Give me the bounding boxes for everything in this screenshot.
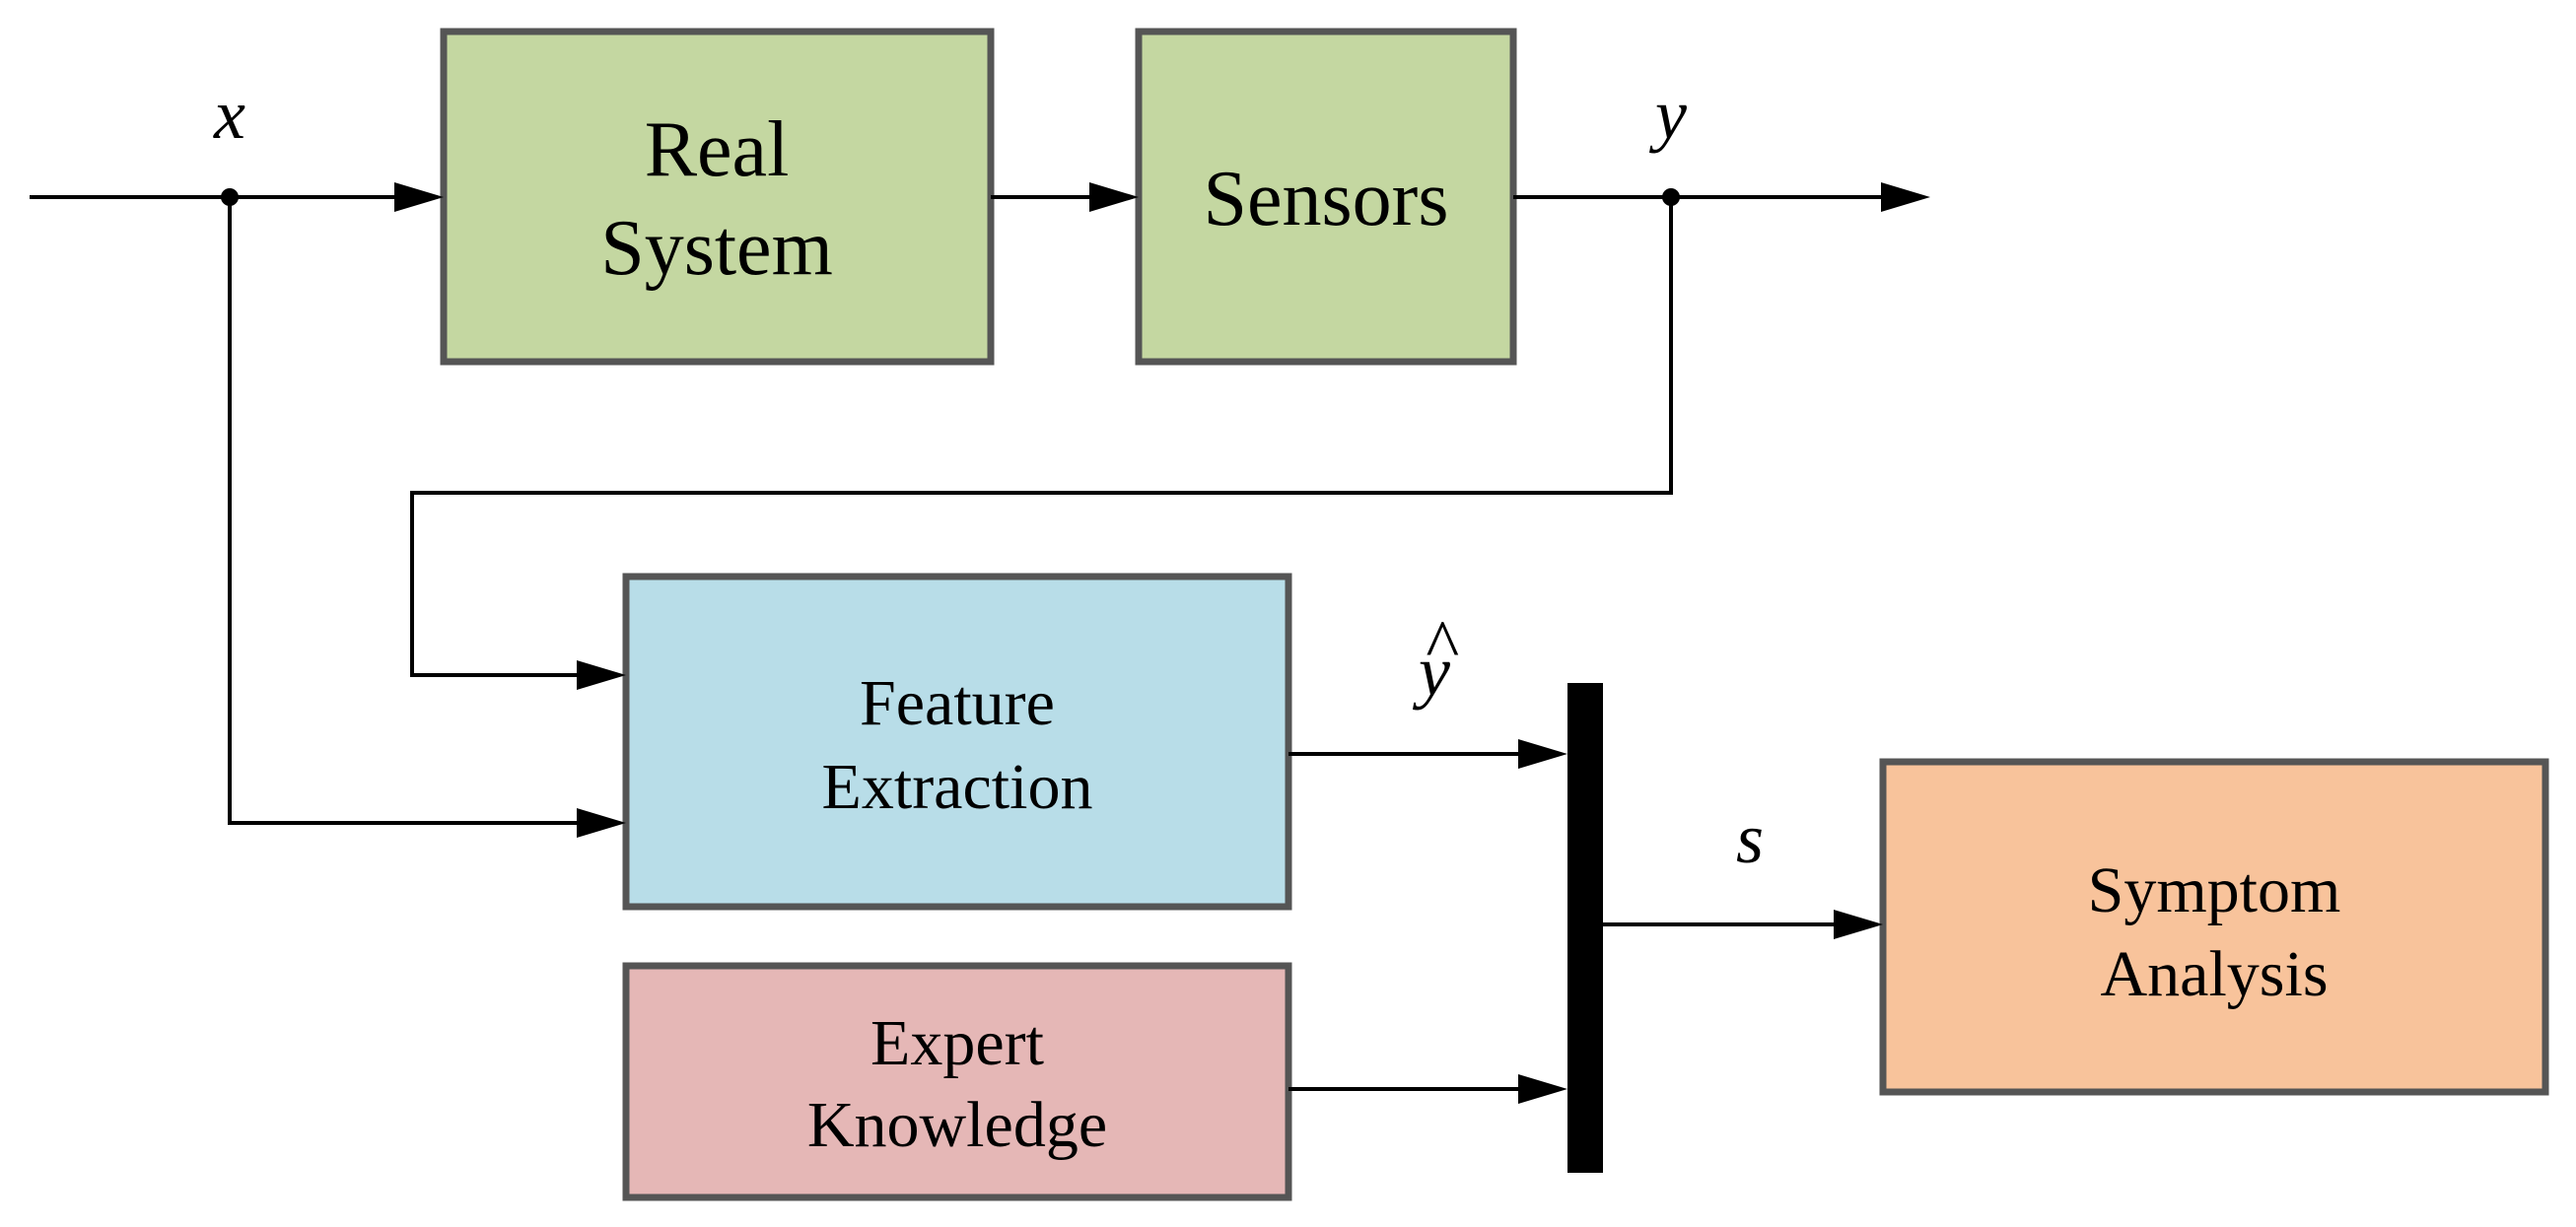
signal-s-label: s — [1736, 799, 1764, 878]
symptom-analysis-label-line2: Analysis — [2101, 938, 2329, 1010]
sensors-box — [1135, 28, 1517, 366]
real-system-label-line2: System — [600, 205, 833, 292]
arrow-to-real-system — [394, 182, 444, 212]
x-feedthrough-line — [228, 197, 587, 825]
feature-extraction-block: Feature Extraction — [622, 573, 1292, 911]
arrow-yhat-to-bar — [1518, 739, 1567, 769]
y-feedback-line — [410, 197, 1673, 677]
signal-yhat-accent: ^ — [1425, 605, 1459, 684]
arrow-x-to-feature — [577, 808, 626, 838]
arrow-y-to-feature — [577, 660, 626, 690]
signal-yhat-label: y — [1412, 632, 1450, 711]
signal-x-label: x — [213, 75, 245, 154]
real-system-label-line1: Real — [645, 106, 790, 193]
sensors-block: Sensors — [1135, 28, 1517, 366]
symptom-analysis-box — [1879, 758, 2549, 1096]
signal-y-label: y — [1648, 75, 1687, 154]
feature-extraction-label-line2: Extraction — [822, 751, 1093, 823]
combiner-bar — [1567, 683, 1603, 1173]
expert-knowledge-block: Expert Knowledge — [622, 962, 1292, 1201]
symptom-analysis-label-line1: Symptom — [2088, 854, 2341, 926]
output-arrow — [1881, 182, 1930, 212]
arrow-expert-to-bar — [1518, 1074, 1567, 1104]
arrow-to-sensors — [1089, 182, 1139, 212]
x-junction-dot — [221, 188, 239, 206]
real-system-block: Real System — [440, 28, 995, 366]
arrow-s-to-symptom — [1834, 910, 1883, 939]
connections — [30, 182, 1930, 1104]
expert-knowledge-label-line2: Knowledge — [807, 1089, 1107, 1161]
expert-knowledge-label-line1: Expert — [870, 1007, 1044, 1079]
sensors-label: Sensors — [1204, 156, 1449, 242]
feature-extraction-box — [622, 573, 1292, 911]
y-junction-dot — [1662, 188, 1680, 206]
expert-knowledge-box — [622, 962, 1292, 1201]
real-system-box — [440, 28, 995, 366]
feature-extraction-label-line1: Feature — [860, 667, 1055, 739]
symptom-analysis-block: Symptom Analysis — [1879, 758, 2549, 1096]
